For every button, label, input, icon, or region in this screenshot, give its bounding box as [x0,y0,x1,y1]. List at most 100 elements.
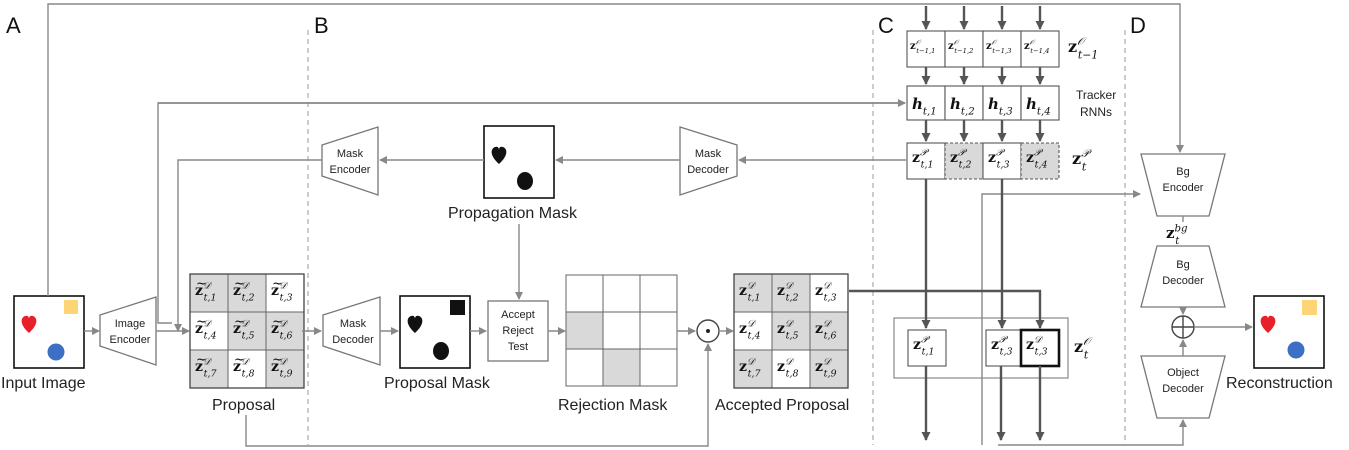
accept-reject-line3: Test [508,341,528,353]
accept-reject-line1: Accept [501,309,535,321]
tilde-mark: ~ [196,313,207,328]
accepted-to-object-arrow [849,289,1045,329]
mask-encoder: Mask Encoder [321,126,379,196]
section-label-a: A [6,13,21,38]
tilde-mark: ~ [234,351,245,366]
object-cell [907,329,947,367]
object-decoder: Object Decoder [1140,355,1226,419]
bg-decoder: Bg Decoder [1140,245,1226,308]
bg-encoder-line2: Encoder [1163,182,1204,194]
hidden-state-label: ht,1 [912,95,937,117]
tilde-mark: ~ [272,275,283,290]
propagation-mask-image [483,125,555,199]
rejection-cell [639,348,678,387]
proposal-cell [265,349,305,389]
tilde-mark: ~ [196,275,207,290]
tracker-rnns-line1: Tracker [1076,88,1116,102]
rejection-cell [602,274,641,313]
hidden-state-cell [1020,85,1060,121]
proposal-cell [227,349,267,389]
rejection-cell [602,311,641,350]
proposal-cell [189,311,229,351]
rejection-cell [639,311,678,350]
caption-proposal-mask: Proposal Mask [384,375,491,392]
caption-propagation-mask: Propagation Mask [448,205,578,222]
tilde-mark: ~ [234,313,245,328]
mask-decoder-bottom-line1: Mask [340,318,367,330]
section-label-c: C [878,13,894,38]
object-decoder-line2: Decoder [1162,383,1204,395]
mask-decoder-top-line1: Mask [695,148,722,160]
hidden-state-cell [944,85,984,121]
circle-shape [47,343,65,361]
sum-symbol [1171,315,1195,339]
tilde-mark: ~ [234,275,245,290]
image-encoder: Image Encoder [99,296,157,366]
caption-proposal: Proposal [212,397,275,414]
bg-decoder-line2: Decoder [1162,275,1204,287]
caption-reconstruction: Reconstruction [1226,375,1333,392]
accepted-cell [809,311,849,351]
bg-encoder-line1: Bg [1176,166,1189,178]
propagated-cell [1020,142,1060,180]
hidden-state-label: ht,4 [1026,95,1051,117]
object-decoder-line1: Object [1167,367,1199,379]
hidden-state-label: ht,2 [950,95,975,117]
proposal-cell [189,349,229,389]
accepted-cell [809,349,849,389]
rejection-cell [565,311,604,350]
tilde-mark: ~ [196,351,207,366]
rejection-cell [639,274,678,313]
accepted-cell [771,349,811,389]
mask-encoder-line2: Encoder [330,164,371,176]
rejection-cell [602,348,641,387]
rejection-cell [565,348,604,387]
section-label-b: B [314,13,329,38]
bg-decoder-line1: Bg [1176,259,1189,271]
elementwise-product-symbol [696,319,720,343]
connector-lines [47,3,1253,447]
accepted-border [733,273,849,389]
image-encoder-line1: Image [115,318,146,330]
heart-shape [21,315,37,333]
reconstruction-image [1253,295,1325,369]
mask-decoder-bottom: Mask Decoder [322,296,381,366]
accepted-cell [771,311,811,351]
input-image [13,295,85,369]
image-encoder-line2: Encoder [110,334,151,346]
tilde-mark: ~ [272,351,283,366]
